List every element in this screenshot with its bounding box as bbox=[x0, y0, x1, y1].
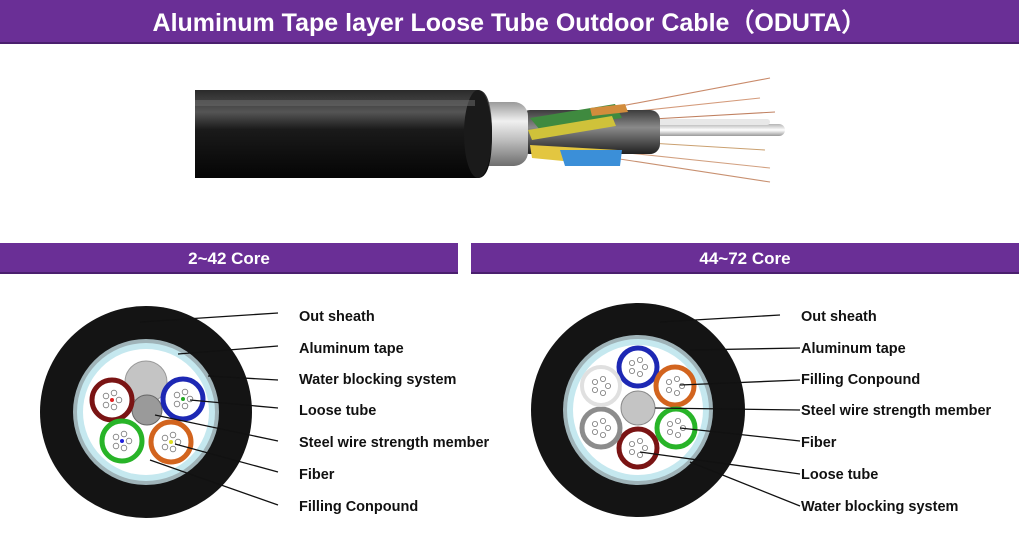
loose-tubes-right bbox=[579, 345, 698, 470]
label-steel-wire-strength-member: Steel wire strength member bbox=[801, 403, 992, 419]
cross-section-2-42-core bbox=[40, 306, 279, 518]
label-out-sheath: Out sheath bbox=[801, 309, 877, 325]
cable-illustration bbox=[195, 77, 785, 183]
label-steel-wire-strength-member: Steel wire strength member bbox=[299, 435, 490, 451]
wire-highlight bbox=[640, 119, 770, 125]
section-header-2-42-core: 2~42 Core bbox=[0, 243, 458, 274]
label-aluminum-tape: Aluminum tape bbox=[299, 341, 404, 357]
loose-tube-gray bbox=[579, 406, 623, 450]
label-loose-tube: Loose tube bbox=[801, 467, 879, 483]
label-out-sheath: Out sheath bbox=[299, 309, 375, 325]
label-water-blocking-system: Water blocking system bbox=[299, 372, 457, 388]
steel-wire-strength-member bbox=[620, 390, 656, 426]
loose-tube-white bbox=[580, 365, 622, 407]
loose-tube-orange bbox=[653, 364, 697, 408]
label-filling-compound: Filling Conpound bbox=[801, 372, 921, 388]
loose-tube-blue bbox=[616, 345, 660, 389]
jacket-end bbox=[464, 90, 492, 178]
fiber-strand bbox=[599, 155, 771, 183]
outer-jacket bbox=[195, 90, 492, 178]
label-fiber: Fiber bbox=[801, 435, 837, 451]
loose-tube-brown bbox=[616, 426, 660, 470]
jacket-highlight bbox=[195, 100, 475, 106]
fiber-color-dots-left bbox=[110, 397, 185, 444]
loose-tube-green bbox=[654, 406, 698, 450]
page-title: Aluminum Tape layer Loose Tube Outdoor C… bbox=[152, 9, 867, 37]
blue-tube bbox=[560, 150, 622, 166]
section-heading: 2~42 Core bbox=[188, 248, 270, 268]
fibers-right bbox=[592, 356, 687, 458]
yellow-tube bbox=[528, 116, 616, 140]
fiber-strand bbox=[599, 77, 771, 111]
page-title-banner: Aluminum Tape layer Loose Tube Outdoor C… bbox=[0, 0, 1019, 44]
label-fiber: Fiber bbox=[299, 467, 335, 483]
label-loose-tube: Loose tube bbox=[299, 403, 377, 419]
fibers-left bbox=[102, 388, 194, 453]
cross-section-44-72-core bbox=[531, 303, 801, 517]
section-header-44-72-core: 44~72 Core bbox=[471, 243, 1019, 274]
label-filling-compound: Filling Conpound bbox=[299, 499, 419, 515]
steel-wire-strength-member bbox=[131, 394, 163, 426]
leader-lines-left bbox=[139, 312, 279, 506]
leader-lines-right bbox=[639, 314, 801, 507]
label-aluminum-tape: Aluminum tape bbox=[801, 341, 906, 357]
section-heading: 44~72 Core bbox=[699, 248, 791, 268]
label-water-blocking-system: Water blocking system bbox=[801, 499, 959, 515]
orange-tube bbox=[590, 104, 628, 116]
